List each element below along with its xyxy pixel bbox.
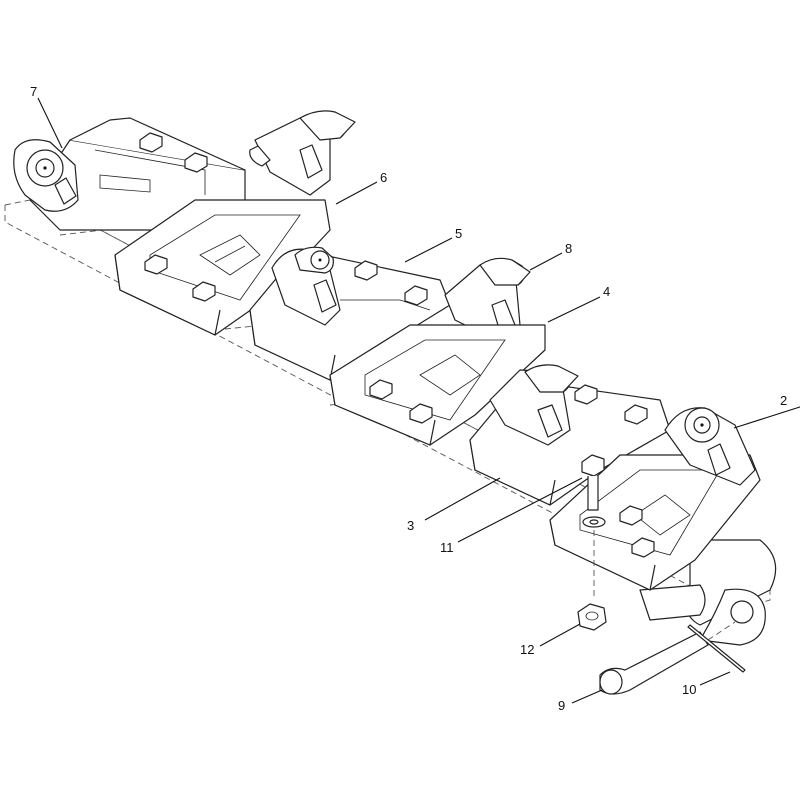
leader-10: [699, 671, 731, 686]
callout-6: 6: [380, 170, 387, 185]
leader-lines: [37, 97, 800, 704]
cutter-plate-6: [114, 199, 331, 336]
leader-7: [37, 97, 63, 149]
leader-4: [547, 296, 601, 323]
cutter-plate-3: [469, 364, 671, 506]
nut-12: [577, 603, 607, 631]
callout-labels: 7 6 5 8 4 2 3 11 12 10 9: [30, 84, 787, 713]
cutter-plate-5: [249, 246, 451, 381]
callout-2: 2: [780, 393, 787, 408]
callout-5: 5: [455, 226, 462, 241]
bolt-11: [581, 454, 606, 600]
leader-11: [457, 477, 583, 543]
callout-7: 7: [30, 84, 37, 99]
leader-3: [424, 477, 501, 521]
cutter-plate-2: [549, 407, 761, 591]
cutter-plate-4: [329, 324, 546, 446]
callout-8: 8: [565, 241, 572, 256]
callout-4: 4: [603, 284, 610, 299]
leader-12: [539, 623, 581, 647]
leader-5: [404, 237, 453, 263]
callout-3: 3: [407, 518, 414, 533]
callout-10: 10: [682, 682, 696, 697]
leader-9: [571, 689, 603, 704]
leader-8: [529, 252, 563, 271]
callout-11: 11: [440, 540, 454, 555]
cotter-pin-10: [687, 624, 746, 673]
cutter-plate-7: [13, 117, 246, 231]
leader-2: [733, 406, 800, 429]
chain-links: [639, 539, 777, 646]
pin-9: [599, 621, 736, 695]
cutter-tooth-top: [249, 110, 356, 196]
cutter-tooth-8: [444, 257, 531, 341]
callout-12: 12: [520, 642, 534, 657]
callout-9: 9: [558, 698, 565, 713]
leader-6: [335, 181, 378, 205]
